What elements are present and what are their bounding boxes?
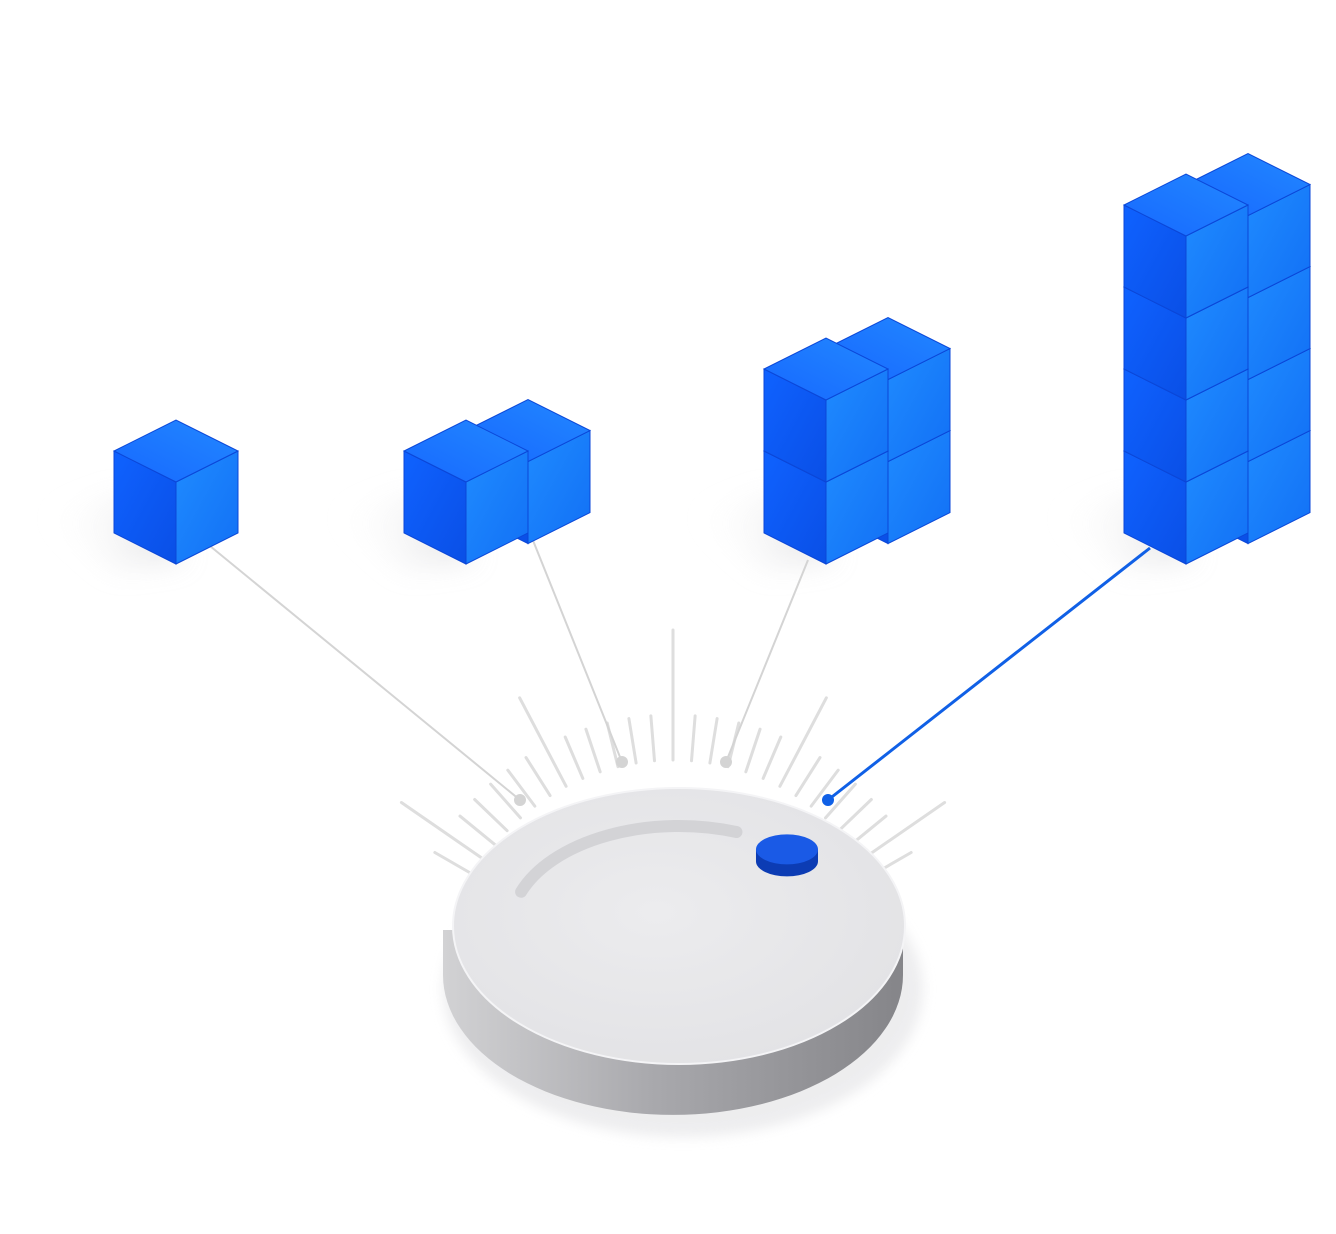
dial-tick	[809, 768, 840, 808]
cube	[402, 419, 530, 565]
knob-top	[755, 834, 818, 865]
dial-tick	[778, 696, 828, 788]
connector-line-level-2	[527, 527, 623, 763]
dial-tick	[399, 801, 486, 861]
dial-groove	[515, 820, 743, 898]
dial-tick	[761, 735, 783, 780]
connector-lines	[209, 527, 1151, 806]
dial-tick	[584, 727, 602, 774]
dial-tick	[506, 768, 537, 808]
connector-line-level-3	[725, 559, 809, 763]
cube-top-face	[402, 419, 530, 483]
dial-tick	[524, 756, 552, 798]
dial-tick	[744, 727, 762, 774]
cube	[762, 337, 890, 483]
dial-tick	[489, 782, 522, 820]
dial-tick	[837, 798, 873, 833]
dial-tick	[433, 851, 476, 877]
dial-tick	[473, 798, 509, 833]
cube-top-face	[762, 337, 890, 401]
dial[interactable]	[443, 787, 923, 1137]
dial-position-dot-level-1	[514, 794, 526, 806]
cube-stack-level-1	[112, 419, 240, 565]
dial-tick	[563, 735, 585, 780]
cube-top-face	[1122, 173, 1250, 237]
cube-stacks	[112, 152, 1312, 565]
dial-tick	[649, 714, 656, 763]
cube-stack-level-2	[402, 398, 592, 565]
cube	[112, 419, 240, 565]
dial-tick	[627, 717, 638, 765]
dial-position-dot-level-3	[720, 756, 732, 768]
cube-stack-level-4	[1122, 152, 1312, 565]
dial-tick-marks	[399, 628, 947, 877]
connector-line-level-4	[827, 546, 1151, 802]
dial-tick	[860, 801, 947, 861]
dial-knob[interactable]	[755, 834, 818, 877]
dial-tick	[794, 756, 822, 798]
dial-tick	[458, 814, 497, 847]
dial-tick	[690, 714, 697, 763]
dial-tick	[518, 696, 568, 788]
dial-position-dot-level-2	[616, 756, 628, 768]
dial-tick	[824, 782, 857, 820]
cube	[1122, 173, 1250, 319]
cube-top-face	[112, 419, 240, 483]
dial-tick	[708, 717, 719, 765]
cube-stack-level-3	[762, 316, 952, 565]
dial-position-dot-level-4	[822, 794, 834, 806]
connector-line-level-1	[209, 545, 521, 801]
